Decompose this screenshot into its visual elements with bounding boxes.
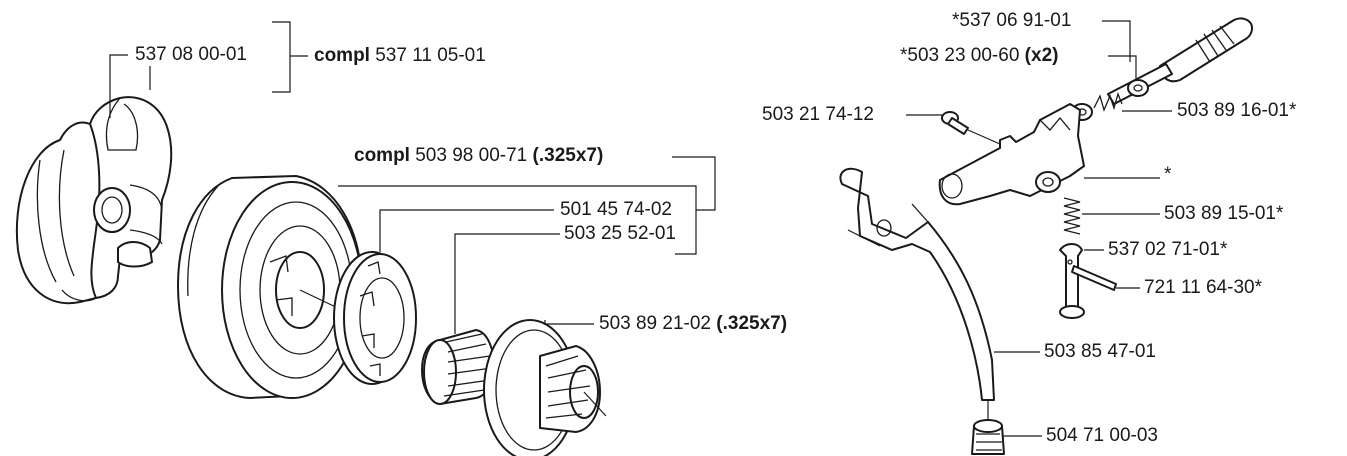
filter-drawing bbox=[971, 400, 1042, 455]
oil-hose-drawing bbox=[839, 167, 1040, 401]
label-spring-mid: 503 89 15-01* bbox=[1162, 203, 1286, 225]
label-washer: *503 23 00-60 (x2) bbox=[898, 45, 1061, 67]
plunger-drawing bbox=[1059, 243, 1104, 319]
drum-compl-number: 503 98 00-71 bbox=[415, 145, 528, 166]
label-screw-left: 503 21 74-12 bbox=[760, 104, 876, 126]
label-pin: 721 11 64-30* bbox=[1142, 277, 1264, 299]
label-rim-sprocket: 501 45 74-02 bbox=[558, 199, 674, 221]
leader-lines-left bbox=[109, 21, 716, 334]
pump-body-drawing bbox=[938, 103, 1160, 206]
spring-mid-drawing bbox=[1063, 197, 1081, 235]
pin-drawing bbox=[1071, 265, 1140, 291]
label-filter: 504 71 00-03 bbox=[1044, 425, 1160, 447]
label-drum-compl: compl 503 98 00-71 (.325x7) bbox=[352, 145, 606, 167]
label-clutch-compl: compl 537 11 05-01 bbox=[312, 45, 488, 67]
drum-compl-prefix: compl bbox=[354, 145, 410, 166]
screw-left-drawing bbox=[941, 111, 1001, 145]
leader-lines-right bbox=[906, 20, 1172, 215]
spur-sprocket-suffix: (.325x7) bbox=[716, 313, 788, 334]
washer-number: *503 23 00-60 bbox=[900, 45, 1020, 66]
label-oil-hose: 503 85 47-01 bbox=[1042, 341, 1158, 363]
washer-qty: (x2) bbox=[1024, 45, 1059, 66]
spur-sprocket-drawing bbox=[483, 319, 607, 456]
spring-top-drawing bbox=[1093, 91, 1123, 112]
label-pump-body: * bbox=[1162, 164, 1174, 186]
rim-sprocket-drawing bbox=[333, 251, 417, 385]
label-plunger: 537 02 71-01* bbox=[1106, 239, 1230, 261]
clutch-compl-prefix: compl bbox=[314, 45, 370, 66]
label-adjuster-screw: *537 06 91-01 bbox=[950, 10, 1074, 32]
clutch-drum-drawing bbox=[177, 175, 363, 399]
drum-compl-suffix: (.325x7) bbox=[532, 145, 604, 166]
label-spring-top: 503 89 16-01* bbox=[1175, 100, 1299, 122]
washers-drawing bbox=[1071, 79, 1149, 121]
label-needle-bearing: 503 25 52-01 bbox=[562, 223, 678, 245]
clutch-compl-number: 537 11 05-01 bbox=[375, 45, 486, 66]
label-spur-sprocket: 503 89 21-02 (.325x7) bbox=[597, 313, 790, 335]
needle-bearing-drawing bbox=[421, 329, 495, 405]
spur-sprocket-number: 503 89 21-02 bbox=[599, 313, 711, 334]
clutch-shoe-drawing bbox=[15, 96, 173, 305]
label-clutch-drum-part: 537 08 00-01 bbox=[133, 44, 249, 66]
